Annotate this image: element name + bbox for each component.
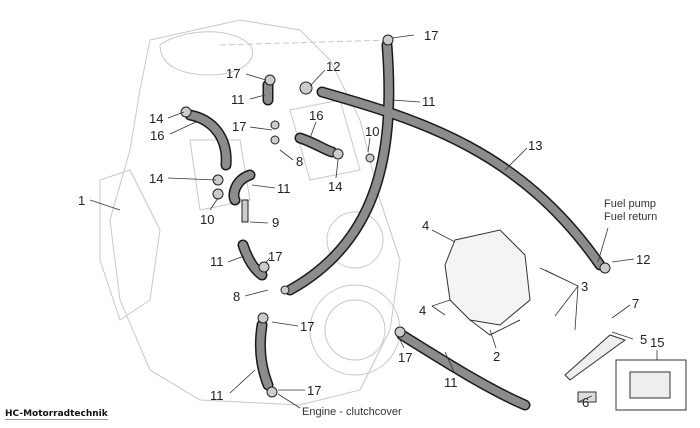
callout: 11 [422,94,436,109]
callout: 17 [398,350,412,365]
callout: 11 [444,375,458,390]
engine-outline [99,19,401,406]
callout: 11 [231,92,245,107]
callout: 11 [277,181,291,196]
hoses [180,34,611,411]
callout: 9 [272,215,279,230]
engine-clutchcover-note: Engine - clutchcover [302,406,402,418]
callout: 14 [149,111,163,126]
fuel-pump [444,229,687,411]
callout: 17 [268,249,282,264]
callout: 10 [200,212,214,227]
callout: 13 [528,138,542,153]
callout: 17 [300,319,314,334]
callout: 15 [650,335,664,350]
watermark: HC-Motorradtechnik [5,409,108,420]
callout: 5 [640,332,647,347]
callout: 16 [150,128,164,143]
callout: 1 [78,193,85,208]
callout: 7 [632,296,639,311]
callout: 14 [328,179,342,194]
callout: 4 [422,218,429,233]
callout: 17 [424,28,438,43]
callout: 11 [210,254,224,269]
callout: 17 [226,66,240,81]
callout: 12 [636,252,650,267]
fuel-pump-note: Fuel pump [604,198,656,210]
callout: 10 [365,124,379,139]
callout: 12 [326,59,340,74]
callout: 6 [582,395,589,410]
callout: 11 [210,388,224,403]
callout: 17 [232,119,246,134]
callout-numbers: 17 12 17 11 11 14 16 17 16 10 8 13 14 11… [78,28,664,410]
callout: 14 [149,171,163,186]
callout: 4 [419,303,426,318]
leader-lines [89,34,658,409]
callout: 8 [233,289,240,304]
fuel-return-note: Fuel return [604,211,657,223]
callout: 17 [307,383,321,398]
callout: 2 [493,349,500,364]
callout: 8 [296,154,303,169]
callout: 3 [581,279,588,294]
callout: 16 [309,108,323,123]
